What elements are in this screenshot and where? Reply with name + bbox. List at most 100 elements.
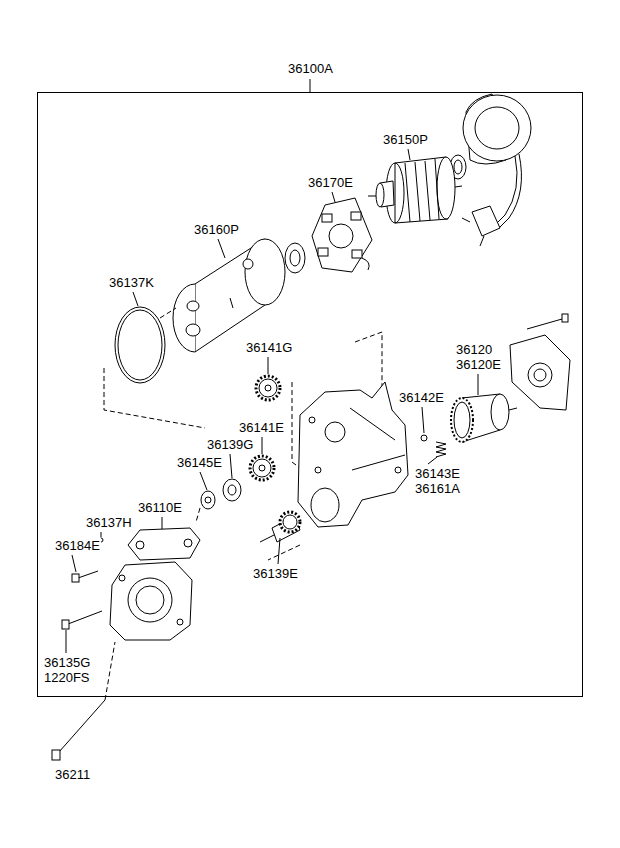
bracket bbox=[128, 528, 200, 560]
assembly-line bbox=[104, 368, 205, 428]
part-number: 36139E bbox=[252, 566, 299, 581]
rear-cover bbox=[480, 236, 484, 246]
assembly-line bbox=[105, 642, 115, 700]
yoke bbox=[243, 259, 253, 269]
yoke bbox=[173, 239, 285, 352]
rear-cover bbox=[462, 94, 531, 246]
bolt bbox=[72, 571, 98, 582]
part-number: 36141E bbox=[238, 420, 285, 435]
leader-line bbox=[162, 517, 163, 529]
brush-holder bbox=[329, 224, 353, 248]
rear-cover bbox=[463, 95, 531, 161]
clutch bbox=[509, 408, 517, 410]
drive-housing bbox=[309, 417, 315, 423]
part-number: 36145E bbox=[176, 455, 223, 470]
leader-line bbox=[230, 454, 232, 478]
ring bbox=[201, 491, 215, 509]
assembly-number: 36100A bbox=[287, 61, 334, 76]
brush-holder bbox=[312, 198, 372, 272]
part-number: 36150P bbox=[382, 132, 429, 147]
clutch bbox=[451, 398, 473, 442]
part-number: 36120E bbox=[455, 357, 502, 372]
o-ring bbox=[115, 307, 165, 383]
part-number: 36139G bbox=[206, 437, 254, 452]
drive-housing bbox=[315, 467, 321, 473]
gear bbox=[250, 456, 274, 480]
drive-housing bbox=[298, 382, 408, 527]
leader-line bbox=[428, 457, 437, 464]
part-number: 36120 bbox=[455, 342, 493, 357]
part-number: 36211 bbox=[54, 767, 91, 782]
bolt bbox=[527, 319, 562, 329]
bolt bbox=[62, 620, 69, 629]
yoke bbox=[187, 301, 199, 311]
bolt bbox=[68, 611, 102, 624]
drive-housing bbox=[352, 455, 405, 470]
rear-cover bbox=[462, 218, 470, 222]
pinion bbox=[260, 512, 300, 542]
gear bbox=[259, 379, 277, 397]
leader-line bbox=[478, 374, 479, 395]
part-number: 36135G bbox=[43, 655, 91, 670]
brush-holder bbox=[322, 214, 332, 222]
ring bbox=[201, 491, 215, 509]
clutch bbox=[451, 394, 517, 442]
bracket bbox=[184, 539, 192, 547]
brush-holder bbox=[318, 248, 328, 256]
end-plate bbox=[534, 369, 546, 381]
bearing bbox=[285, 243, 305, 273]
armature bbox=[368, 157, 462, 223]
leader-line bbox=[310, 79, 311, 92]
front-housing bbox=[110, 562, 192, 640]
brush-holder bbox=[312, 198, 372, 272]
bolt bbox=[72, 574, 79, 582]
leader-line bbox=[422, 407, 424, 433]
armature bbox=[425, 161, 430, 220]
rear-cover bbox=[472, 206, 500, 236]
drive-housing bbox=[325, 422, 345, 442]
part-number: 36184E bbox=[54, 538, 101, 553]
part-number: 36170E bbox=[307, 175, 354, 190]
front-housing bbox=[110, 562, 192, 640]
front-housing bbox=[177, 619, 183, 625]
assembly-line bbox=[160, 308, 176, 318]
drive-housing bbox=[350, 408, 395, 440]
pinion bbox=[283, 515, 297, 529]
brush-holder bbox=[362, 258, 369, 270]
drive-housing bbox=[298, 382, 408, 527]
end-plate bbox=[510, 335, 570, 410]
leader-line bbox=[66, 630, 67, 653]
front-housing bbox=[119, 575, 125, 581]
bracket bbox=[128, 528, 200, 560]
armature bbox=[405, 163, 410, 222]
pinion bbox=[280, 512, 300, 532]
leader-line bbox=[332, 192, 335, 202]
gear bbox=[253, 459, 271, 477]
armature bbox=[435, 159, 439, 219]
part-number: 36137H bbox=[85, 515, 133, 530]
leader-line bbox=[408, 149, 410, 160]
part-number: 1220FS bbox=[43, 670, 91, 685]
bolt bbox=[527, 314, 568, 329]
armature bbox=[437, 157, 455, 219]
leader-line bbox=[133, 292, 138, 306]
o-ring bbox=[118, 310, 162, 380]
leader-line bbox=[72, 555, 76, 572]
gear bbox=[250, 456, 274, 480]
leader-line bbox=[200, 472, 207, 490]
brush-holder bbox=[352, 250, 362, 258]
part-number: 36141G bbox=[245, 340, 293, 355]
bolt bbox=[78, 571, 98, 578]
rear-cover bbox=[475, 107, 519, 149]
yoke bbox=[173, 284, 195, 352]
clutch bbox=[491, 394, 509, 430]
yoke bbox=[186, 324, 200, 336]
leader-line bbox=[310, 79, 311, 92]
ball bbox=[421, 435, 427, 441]
part-number: 36143E bbox=[414, 466, 461, 481]
assembly-line bbox=[196, 508, 200, 522]
washer bbox=[223, 479, 241, 501]
washer bbox=[228, 485, 236, 495]
armature bbox=[415, 162, 420, 221]
